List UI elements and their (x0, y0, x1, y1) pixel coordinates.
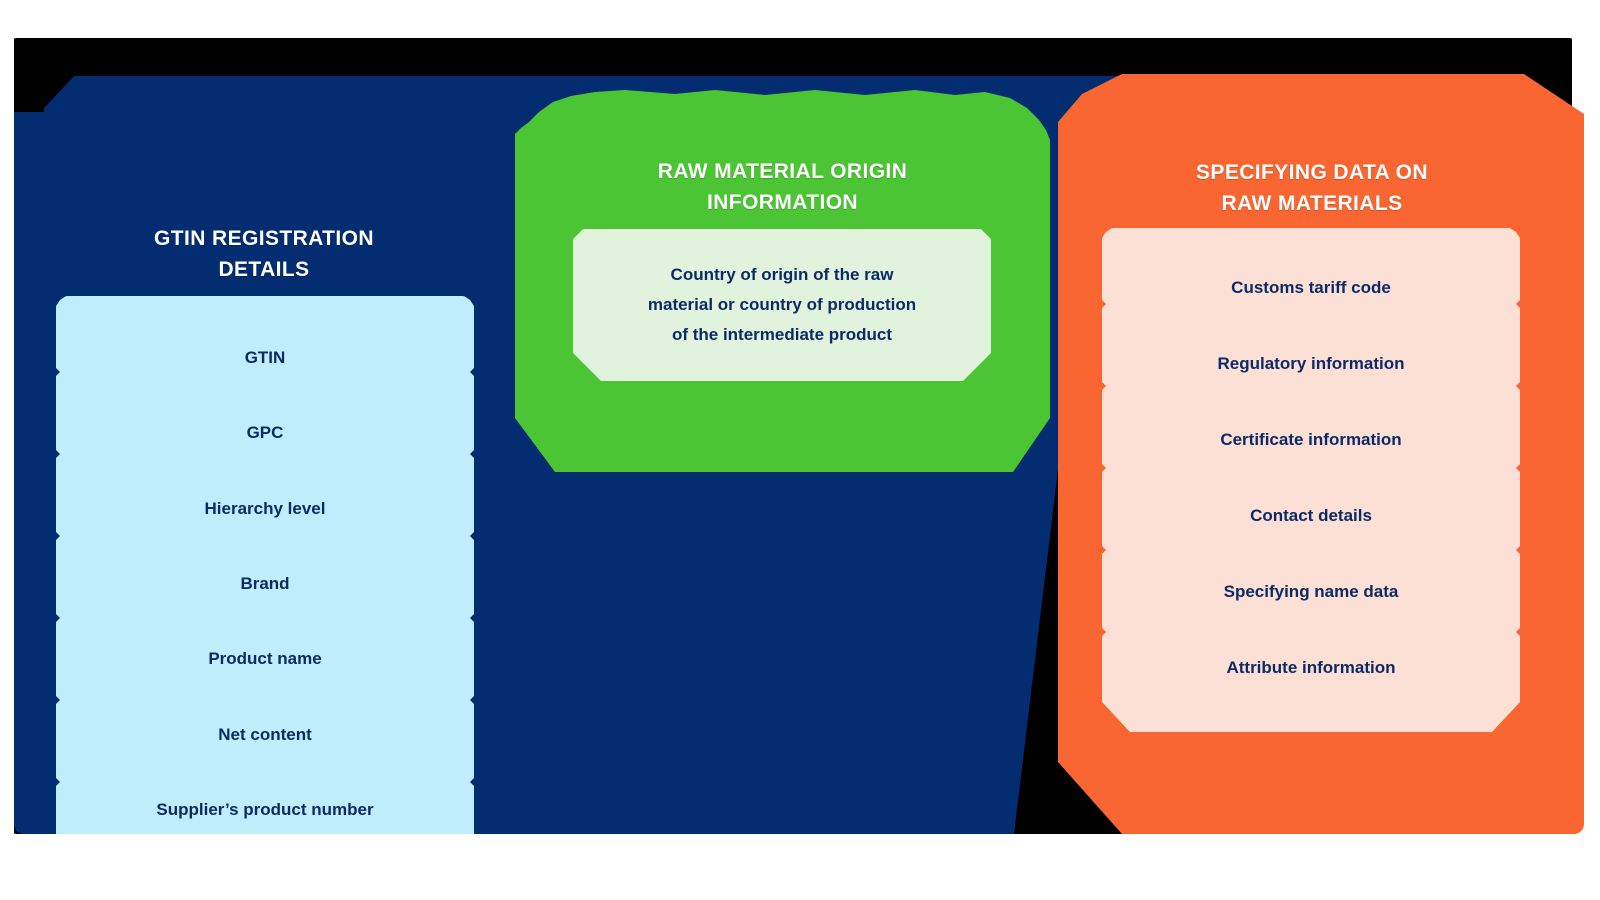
list-item: Product name (208, 649, 322, 669)
card-specifying-data: Customs tariff code Regulatory informati… (1102, 228, 1520, 732)
panel-title-specifying-data: SPECIFYING DATA ON RAW MATERIALS (1196, 161, 1428, 215)
list-item: Brand (240, 573, 290, 593)
list-item: Certificate information (1220, 430, 1402, 449)
card-raw-material-origin: Country of origin of the raw material or… (573, 229, 991, 381)
list-item: Customs tariff code (1231, 278, 1391, 297)
list-item: Regulatory information (1217, 354, 1405, 373)
list-item: GTIN (244, 347, 286, 367)
list-item: GPC (246, 423, 284, 443)
panel-title-raw-material-origin: RAW MATERIAL ORIGIN INFORMATION (657, 160, 908, 214)
panel-title-gtin-registration: GTIN REGISTRATION DETAILS (154, 227, 374, 281)
card-gtin-registration: GTIN GPC Hierarchy level Brand Product n… (56, 296, 474, 834)
item-list-gtin-registration: GTIN GPC Hierarchy level Brand Product n… (56, 296, 474, 834)
paragraph-wrapper: Country of origin of the raw material or… (573, 229, 991, 381)
list-item: Net content (218, 724, 312, 744)
list-item: Hierarchy level (204, 498, 326, 518)
item-list-specifying-data: Customs tariff code Regulatory informati… (1102, 228, 1520, 732)
list-item: Contact details (1250, 506, 1372, 525)
list-item: Attribute information (1226, 658, 1396, 677)
list-item: Specifying name data (1223, 582, 1399, 601)
raw-material-origin-text: Country of origin of the raw material or… (647, 265, 917, 344)
panel-raw-material-origin[interactable]: RAW MATERIAL ORIGIN INFORMATION Country … (515, 90, 1050, 472)
panel-specifying-data[interactable]: SPECIFYING DATA ON RAW MATERIALS Customs… (1058, 74, 1584, 834)
list-item: Supplier’s product number (156, 800, 374, 820)
